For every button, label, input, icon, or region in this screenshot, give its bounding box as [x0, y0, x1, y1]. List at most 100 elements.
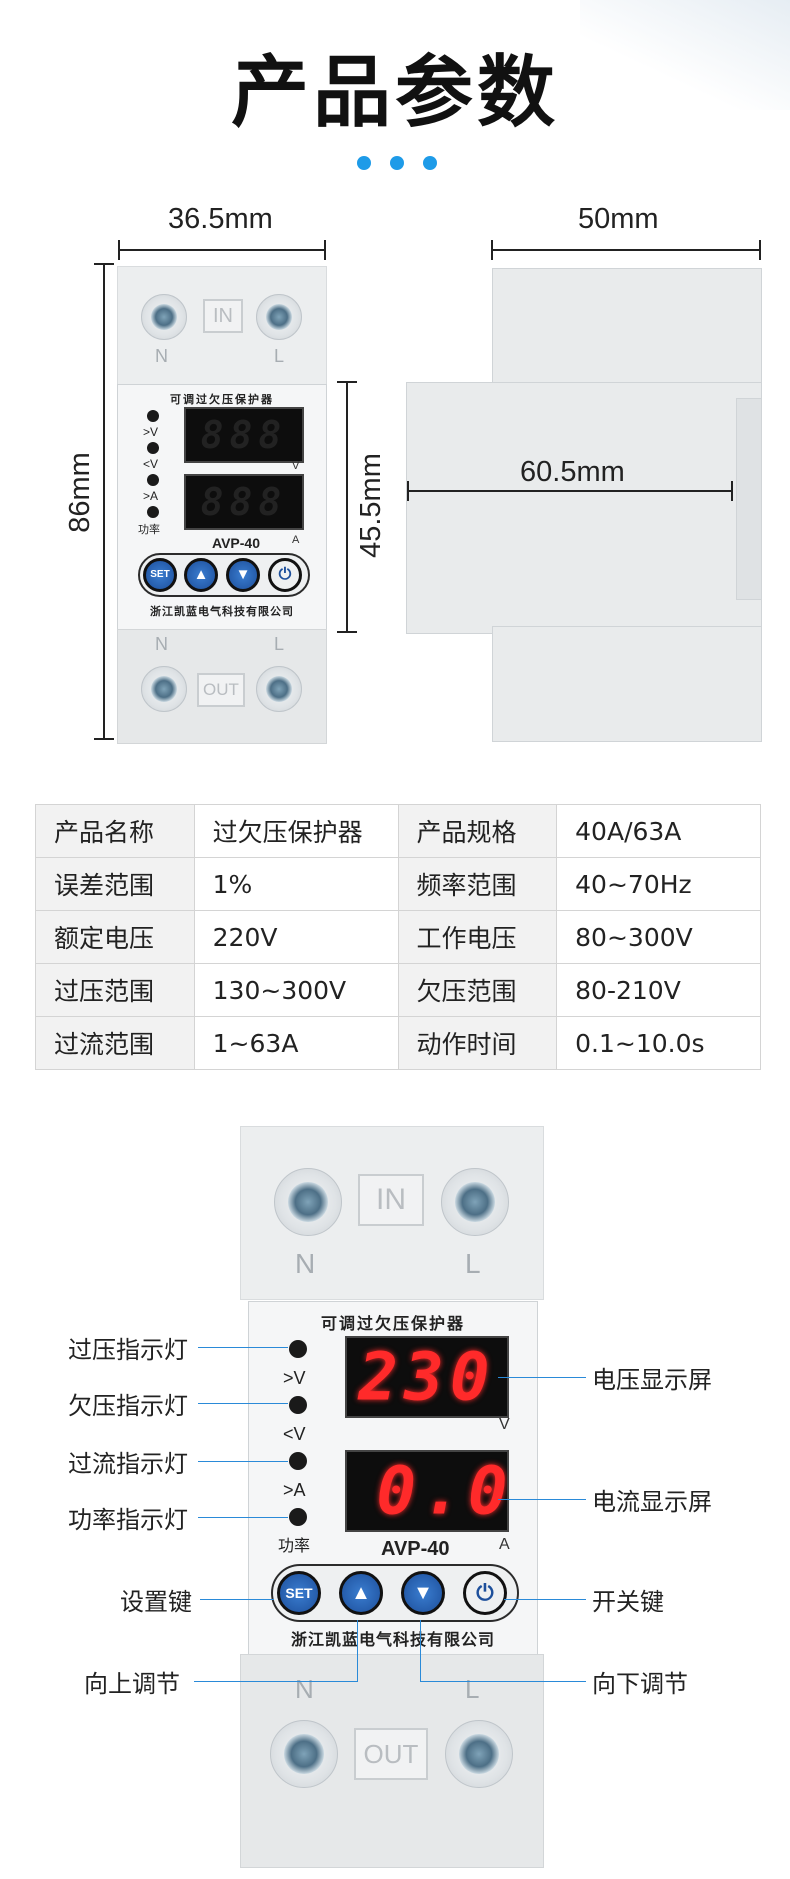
voltage-digits: 230: [358, 1338, 496, 1416]
spec-table: 产品名称 过欠压保护器 产品规格 40A/63A 误差范围 1% 频率范围 40…: [35, 804, 761, 1070]
screw-icon: [441, 1168, 509, 1236]
anno-set-key: 设置键: [120, 1588, 192, 1616]
led-over-current: [289, 1452, 307, 1470]
terminal-n: N: [155, 346, 168, 366]
spec-value: 过欠压保护器: [193, 804, 399, 858]
current-digits: 888: [200, 480, 288, 524]
led-label: <V: [283, 1424, 306, 1444]
in-tag: IN: [358, 1174, 424, 1226]
panel-height-line: [337, 381, 357, 633]
spec-value: 1~63A: [193, 1016, 399, 1070]
current-screen: 0.0: [345, 1450, 509, 1532]
table-row: 产品名称 过欠压保护器 产品规格 40A/63A: [35, 804, 761, 858]
terminal-n: N: [295, 1674, 314, 1704]
spec-value: 130~300V: [193, 963, 399, 1017]
model-label: AVP-40: [381, 1538, 450, 1560]
button-bar: SET ▲ ▼ ⏻: [271, 1564, 519, 1622]
spec-key: 工作电压: [397, 910, 558, 964]
power-button[interactable]: ⏻: [268, 558, 302, 592]
page-title: 产品参数: [230, 48, 559, 138]
front-height-label: 86mm: [63, 452, 96, 533]
led-power: [289, 1508, 307, 1526]
spec-key: 误差范围: [35, 857, 195, 911]
power-button[interactable]: ⏻: [463, 1571, 507, 1615]
led-over-current: [147, 474, 159, 486]
led-label: >A: [283, 1480, 306, 1500]
spec-value: 80~300V: [556, 910, 761, 964]
table-row: 误差范围 1% 频率范围 40~70Hz: [35, 857, 761, 911]
anno-down-adjust: 向下调节: [592, 1670, 688, 1698]
screw-icon: [141, 666, 187, 712]
led-label: <V: [143, 457, 159, 471]
current-digits: 0.0: [376, 1452, 509, 1530]
button-bar: SET ▲ ▼ ⏻: [138, 553, 310, 597]
led-label: >A: [143, 489, 159, 503]
up-button[interactable]: ▲: [339, 1571, 383, 1615]
voltage-digits: 888: [200, 413, 288, 457]
anno-current-display: 电流显示屏: [592, 1488, 712, 1516]
anno-over-voltage-led: 过压指示灯: [68, 1336, 188, 1364]
anno-line: [420, 1620, 421, 1682]
anno-line: [498, 1377, 586, 1378]
spec-value: 0.1~10.0s: [556, 1016, 761, 1070]
down-button[interactable]: ▼: [401, 1571, 445, 1615]
spec-key: 过流范围: [35, 1016, 195, 1070]
in-tag: IN: [203, 299, 243, 333]
anno-power-key: 开关键: [592, 1588, 664, 1616]
table-row: 过压范围 130~300V 欠压范围 80-210V: [35, 963, 761, 1017]
company-name: 浙江凯蓝电气科技有限公司: [150, 605, 294, 618]
anno-line: [200, 1599, 274, 1600]
large-device: IN N L 可调过欠压保护器 >V <V >A 功率 230 V 0.0 AV…: [240, 1126, 544, 1868]
spec-key: 产品规格: [397, 804, 558, 858]
anno-line: [504, 1599, 586, 1600]
set-button[interactable]: SET: [143, 558, 177, 592]
spec-key: 动作时间: [397, 1016, 558, 1070]
led-over-voltage: [289, 1340, 307, 1358]
terminal-l: L: [274, 346, 285, 366]
voltage-screen: 230: [345, 1336, 509, 1418]
control-panel: 可调过欠压保护器 >V <V >A 功率 888 V 888 AVP-40 A …: [117, 384, 327, 631]
spec-key: 过压范围: [35, 963, 195, 1017]
terminal-l: L: [465, 1248, 481, 1279]
spec-key: 额定电压: [35, 910, 195, 964]
spec-value: 1%: [193, 857, 399, 911]
side-width-line: [491, 240, 761, 260]
led-label: 功率: [138, 524, 160, 536]
front-height-line: [94, 263, 114, 740]
panel-height-label: 45.5mm: [354, 453, 387, 558]
terminal-l: L: [465, 1674, 480, 1704]
up-button[interactable]: ▲: [184, 558, 218, 592]
spec-key: 欠压范围: [397, 963, 558, 1017]
side-depth-label: 60.5mm: [520, 456, 625, 488]
set-button[interactable]: SET: [277, 1571, 321, 1615]
led-under-voltage: [147, 442, 159, 454]
led-power: [147, 506, 159, 518]
down-button[interactable]: ▼: [226, 558, 260, 592]
table-row: 额定电压 220V 工作电压 80~300V: [35, 910, 761, 964]
voltage-screen: 888: [184, 407, 304, 463]
spec-value: 40~70Hz: [556, 857, 761, 911]
led-label: 功率: [278, 1538, 311, 1555]
anno-line: [357, 1620, 358, 1682]
anno-line: [420, 1681, 586, 1682]
spec-key: 频率范围: [397, 857, 558, 911]
anno-line: [498, 1499, 586, 1500]
screw-icon: [256, 666, 302, 712]
company-name: 浙江凯蓝电气科技有限公司: [290, 1630, 495, 1649]
side-view-middle: [406, 382, 762, 634]
side-view-bottom: [492, 626, 762, 742]
anno-up-adjust: 向上调节: [84, 1670, 180, 1698]
spec-value: 40A/63A: [556, 804, 761, 858]
voltage-unit: V: [499, 1416, 510, 1433]
table-row: 过流范围 1~63A 动作时间 0.1~10.0s: [35, 1016, 761, 1070]
panel-title: 可调过欠压保护器: [320, 1314, 465, 1333]
voltage-unit: V: [292, 460, 300, 472]
led-label: >V: [143, 425, 159, 439]
front-width-line: [118, 240, 326, 260]
screw-icon: [141, 294, 187, 340]
out-tag: OUT: [197, 673, 245, 707]
led-over-voltage: [147, 410, 159, 422]
panel-title: 可调过欠压保护器: [170, 393, 274, 406]
anno-power-led: 功率指示灯: [68, 1506, 188, 1534]
front-width-label: 36.5mm: [168, 203, 273, 235]
